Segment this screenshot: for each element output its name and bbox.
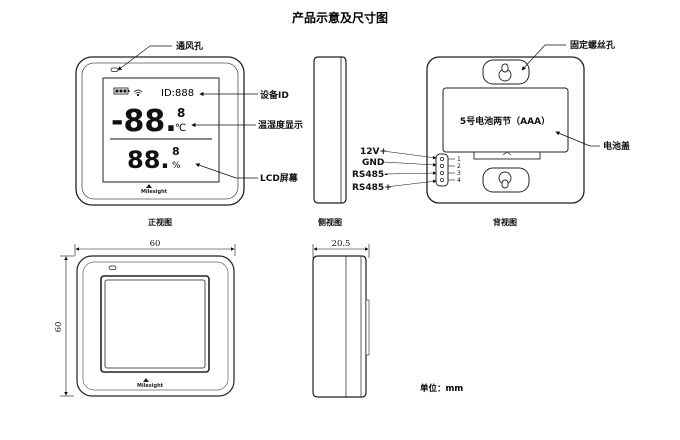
back-view: 5号电池两节（AAA） 1 2 3 4 (426, 56, 585, 204)
front-view-caption: 正视图 (148, 217, 172, 227)
callout-temp-humidity: 温湿度显示 (258, 119, 303, 131)
unit-note: 单位：mm (420, 383, 463, 394)
front-outline-logo-text: Milesight (137, 383, 164, 389)
pin-number-3: 3 (457, 170, 461, 177)
diagram-title: 产品示意及尺寸图 (292, 10, 388, 25)
humidity-small-digit: 8 (172, 145, 180, 158)
battery-cover (442, 87, 569, 160)
callout-lcd: LCD屏幕 (260, 172, 299, 184)
pin-label-rs485-plus: RS485+ (352, 183, 392, 193)
front-callouts: 通风孔 设备ID 温湿度显示 LCD屏幕 (117, 40, 303, 184)
callout-screw-hole: 固定螺丝孔 (570, 39, 615, 51)
vent-hole (110, 67, 119, 72)
humidity-unit: % (172, 161, 181, 171)
top-screw-hole (482, 59, 530, 85)
depth-dimension: 20.5 (332, 239, 351, 249)
pin-label-12v: 12V+ (360, 147, 387, 157)
front-outline-vent (108, 265, 117, 270)
battery-icon (113, 87, 130, 95)
width-dimension: 60 (150, 239, 161, 249)
device-id-text: ID:888 (161, 88, 194, 99)
temperature-digits: -88. (111, 104, 177, 139)
callout-vent: 通风孔 (176, 40, 203, 52)
pin-number-4: 4 (457, 177, 461, 184)
front-outline-screen (100, 275, 210, 373)
side-profile (313, 56, 347, 204)
pin-label-rs485-minus: RS485- (352, 170, 388, 180)
dimension-side: 20.5 (312, 239, 370, 398)
temperature-unit: ℃ (175, 123, 186, 134)
callout-battery-cover: 电池盖 (603, 140, 630, 152)
pin-number-1: 1 (457, 156, 461, 163)
pin-number-2: 2 (457, 163, 461, 170)
front-outline-logo: Milesight (137, 378, 164, 389)
bottom-screw-hole (482, 167, 530, 193)
side-view-caption: 侧视图 (318, 217, 342, 227)
brand-logo-text: Milesight (141, 189, 168, 195)
pin-label-gnd: GND (362, 158, 384, 168)
side-view (313, 56, 347, 204)
dimension-front: 60 60 Milesight (54, 239, 236, 397)
wifi-icon (133, 89, 143, 97)
front-inner-border (81, 62, 239, 200)
battery-text: 5号电池两节（AAA） (460, 115, 550, 127)
front-view: ID:888 -88. 8 ℃ 88. 8 % Milesight (75, 56, 245, 206)
brand-logo: Milesight (141, 184, 168, 195)
terminal-block: 1 2 3 4 (435, 153, 461, 187)
temperature-small-digit: 8 (177, 106, 185, 120)
callout-device-id: 设备ID (260, 89, 289, 101)
side-outline-profile (312, 255, 367, 398)
humidity-digits: 88. (127, 146, 170, 174)
back-view-caption: 背视图 (493, 217, 517, 227)
height-dimension: 60 (54, 322, 64, 333)
back-callouts: 固定螺丝孔 电池盖 12V+ GND RS485- RS485+ (352, 39, 630, 193)
